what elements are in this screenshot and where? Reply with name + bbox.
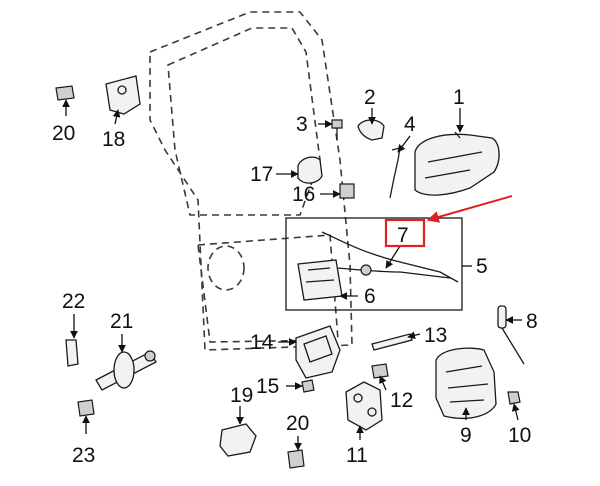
bolt-20-left: [55, 85, 75, 101]
label-10: 10: [508, 424, 531, 447]
bolt-23: [77, 399, 95, 417]
label-6: 6: [364, 285, 376, 308]
label-11: 11: [346, 444, 368, 467]
lock-cylinder: [297, 156, 323, 184]
bolt-10: [507, 391, 521, 405]
label-3: 3: [296, 113, 308, 136]
label-20-bottom: 20: [286, 412, 309, 435]
label-23: 23: [72, 444, 95, 467]
inside-handle: [295, 325, 341, 379]
screw-15: [301, 379, 315, 393]
bolt-12: [371, 363, 389, 379]
label-13: 13: [424, 324, 447, 347]
lock-actuator: [297, 259, 372, 301]
label-7: 7: [397, 224, 409, 247]
highlight-box: [384, 218, 426, 248]
cable-group-box: [285, 217, 463, 311]
bracket-19: [219, 423, 257, 457]
label-2: 2: [364, 86, 376, 109]
label-16: 16: [292, 183, 315, 206]
label-1: 1: [453, 86, 465, 109]
highlight-arrow: [426, 195, 513, 223]
pin-22: [65, 339, 79, 367]
label-14: 14: [250, 331, 274, 354]
label-20-left: 20: [52, 122, 75, 145]
label-19: 19: [230, 384, 253, 407]
door-latch: [435, 347, 497, 419]
striker: [345, 381, 383, 431]
rod-8: [497, 305, 525, 365]
label-4: 4: [404, 113, 416, 136]
outside-handle: [414, 131, 500, 196]
hinge-21: [95, 350, 157, 391]
label-12: 12: [390, 389, 413, 412]
bolt-20-bottom: [287, 449, 305, 469]
label-5: 5: [476, 255, 488, 278]
label-21: 21: [110, 310, 133, 333]
pin-13: [371, 333, 413, 351]
clip-part: [357, 119, 385, 141]
label-15: 15: [256, 375, 279, 398]
label-18: 18: [102, 128, 125, 151]
leader-lines: [62, 99, 522, 451]
label-9: 9: [460, 424, 472, 447]
label-17: 17: [250, 163, 273, 186]
label-8: 8: [526, 310, 538, 333]
screw-part: [331, 119, 343, 140]
rod-and-cable: [321, 231, 459, 283]
rod-part: [389, 147, 401, 199]
label-22: 22: [62, 290, 85, 313]
clip-16: [339, 183, 355, 199]
bracket-18: [105, 75, 141, 115]
